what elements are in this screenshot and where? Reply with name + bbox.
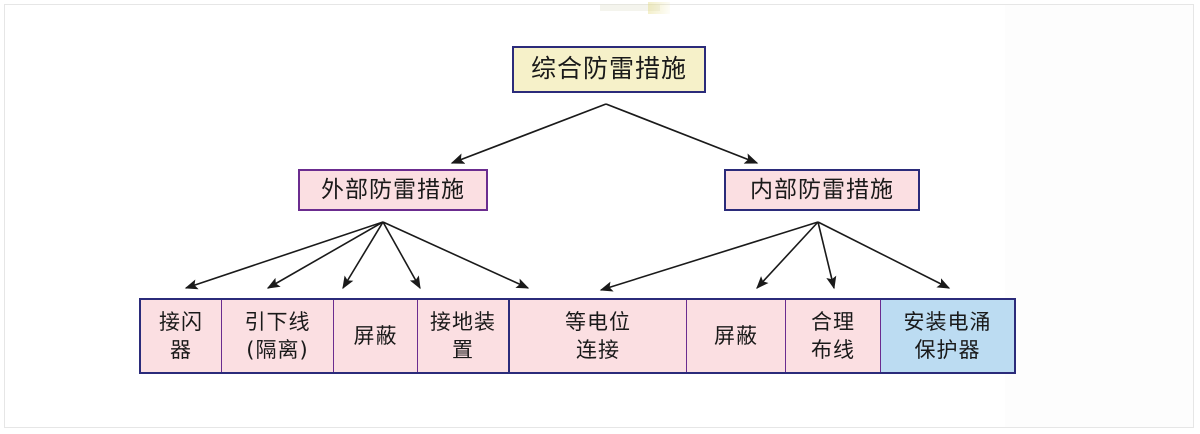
leaf-earthing-device[interactable]: 接地装 置 [418,300,510,372]
node-root-comprehensive-lightning-protection[interactable]: 综合防雷措施 [512,46,706,93]
leaf-shielding-internal[interactable]: 屏蔽 [687,300,786,372]
leaf-equipotential-bonding[interactable]: 等电位 连接 [510,300,687,372]
leaf-down-conductor[interactable]: 引下线 (隔离) [222,300,334,372]
leaf-shielding-external[interactable]: 屏蔽 [334,300,418,372]
leaf-reasonable-wiring[interactable]: 合理 布线 [786,300,881,372]
node-branch-external-lightning-protection[interactable]: 外部防雷措施 [298,169,488,211]
leaf-air-termination[interactable]: 接闪 器 [141,300,222,372]
leaf-row: 接闪 器 引下线 (隔离) 屏蔽 接地装 置 等电位 连接 屏蔽 合理 布线 安… [139,298,1016,374]
node-branch-internal-lightning-protection[interactable]: 内部防雷措施 [724,169,920,211]
leaf-install-surge-protector[interactable]: 安装电涌 保护器 [881,300,1014,372]
